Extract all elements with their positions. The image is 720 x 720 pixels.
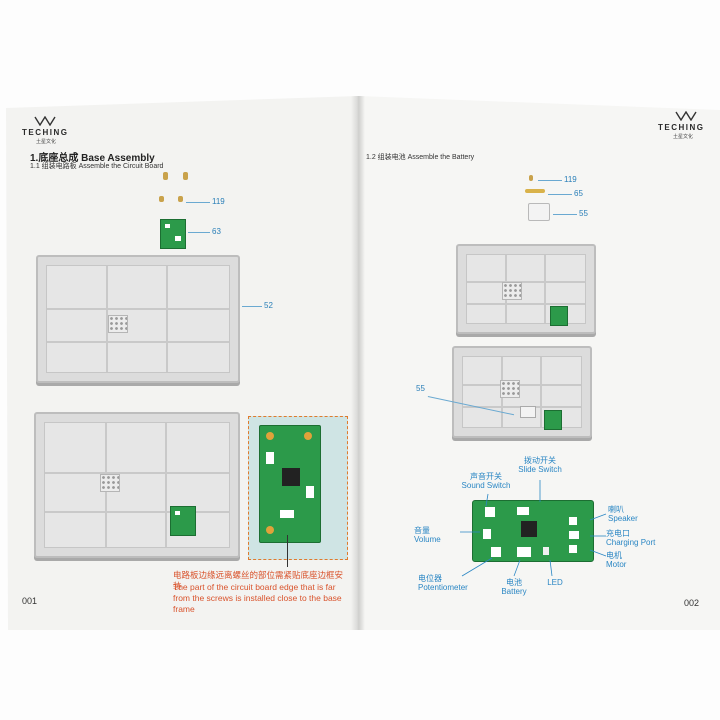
keypad-detail: [502, 282, 522, 300]
teching-logo-icon: [675, 111, 697, 121]
label-slide-switch: 拨动开关 Slide Switch: [518, 456, 562, 474]
callout-63: 63: [212, 227, 221, 236]
zoomed-circuit-board: [259, 425, 321, 543]
installed-board: [544, 410, 562, 430]
callout-leader: [553, 214, 577, 215]
installation-note-en: The part of the circuit board edge that …: [173, 582, 342, 614]
callout-119: 119: [564, 175, 577, 184]
callout-leader: [538, 180, 562, 181]
label-battery: 电池 Battery: [501, 578, 527, 596]
base-with-battery-illustration: [452, 346, 592, 438]
screw-part: [163, 172, 168, 180]
brand-name: TECHING: [658, 123, 705, 132]
callout-leader: [186, 202, 210, 203]
callout-65: 65: [574, 189, 583, 198]
base-frame-illustration: [36, 255, 240, 383]
brand-subtitle: 土星文化: [673, 134, 694, 140]
screw-part: [178, 196, 183, 202]
installation-note-cn: 电路板边缘远离螺丝的部位需紧贴底座边框安装: [173, 570, 344, 591]
section-subtitle: 1.1 组装电路板 Assemble the Circuit Board: [30, 163, 164, 170]
callout-leader: [242, 306, 262, 307]
page-number-left: 001: [22, 596, 38, 606]
board-label-leaders: [460, 480, 607, 577]
keypad-detail: [100, 474, 120, 492]
screw-part: [183, 172, 188, 180]
page-number-right: 002: [684, 598, 700, 608]
note-pointer: [287, 535, 288, 567]
keypad-detail: [500, 380, 520, 398]
board-detail-zoom: [248, 416, 348, 560]
label-motor: 电机 Motor: [606, 551, 627, 569]
installed-battery: [520, 406, 536, 418]
battery-part: [528, 203, 550, 221]
installed-board: [550, 306, 568, 326]
book-spine: [351, 96, 365, 630]
callout-leader: [188, 232, 210, 233]
label-speaker: 喇叭 Speaker: [608, 505, 638, 523]
label-sound-switch: 声音开关 Sound Switch: [461, 472, 511, 490]
label-charging-port: 充电口 Charging Port: [606, 529, 656, 547]
callout-leader: [548, 194, 572, 195]
callout-52: 52: [264, 301, 273, 310]
teching-logo-icon: [34, 116, 56, 126]
callout-55-installed: 55: [416, 384, 425, 393]
callout-55: 55: [579, 209, 588, 218]
keypad-detail: [108, 315, 128, 333]
brand-name: TECHING: [22, 128, 69, 137]
section-subtitle: 1.2 组装电池 Assemble the Battery: [366, 154, 475, 161]
brand-subtitle: 土星文化: [36, 139, 57, 145]
screw-part: [159, 196, 164, 202]
screw-part: [529, 175, 533, 181]
circuit-board-part: [160, 219, 186, 249]
label-led: LED: [547, 578, 563, 587]
callout-119: 119: [212, 197, 225, 206]
assembled-base-illustration: [34, 412, 240, 558]
label-volume: 音量 Volume: [414, 526, 441, 544]
installed-board: [170, 506, 196, 536]
label-potentiometer: 电位器 Potentiometer: [418, 574, 468, 592]
page-title: 1.底座总成 Base Assembly: [30, 153, 155, 164]
battery-strip-part: [525, 189, 545, 193]
base-with-board-illustration: [456, 244, 596, 334]
labeled-circuit-board: [472, 500, 594, 562]
